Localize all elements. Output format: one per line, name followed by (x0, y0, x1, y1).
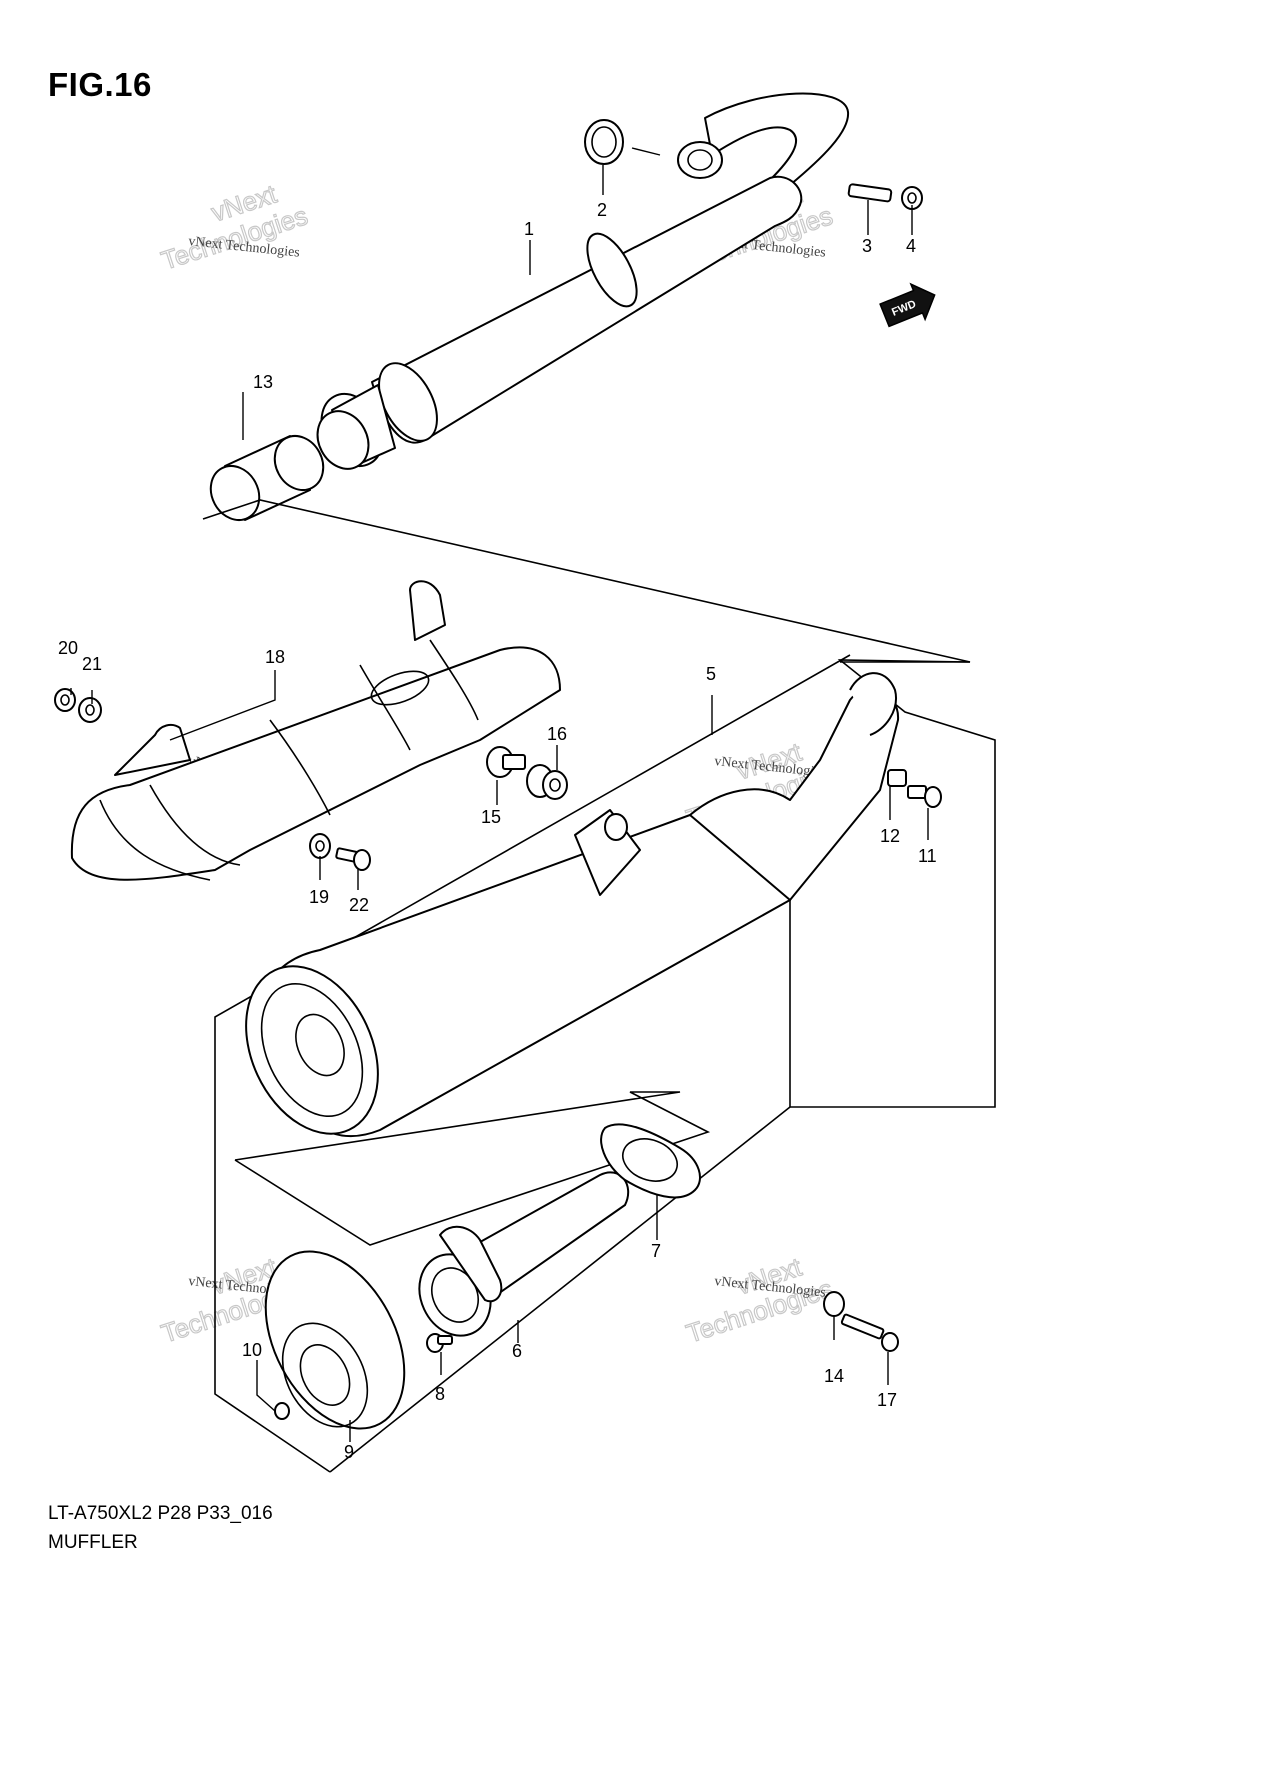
watermark-top-left: vNext Technologies vNext Technologies (157, 178, 312, 277)
nut-part-20 (54, 688, 76, 712)
washer-part-21 (78, 697, 102, 723)
callout-3: 3 (862, 236, 872, 256)
assembly-guide-frame (202, 499, 996, 1473)
callout-numbers: 1 2 3 4 5 6 7 8 9 10 11 12 13 14 15 16 1… (58, 200, 937, 1462)
callout-6: 6 (512, 1341, 522, 1361)
spacer-part-12 (887, 769, 907, 787)
callout-22: 22 (349, 895, 369, 915)
callout-10: 10 (242, 1340, 262, 1360)
callout-21: 21 (82, 654, 102, 674)
bolt-part-11 (907, 785, 942, 808)
model-code: LT-A750XL2 P28 P33_016 (48, 1503, 273, 1524)
screw-part-10 (274, 1402, 290, 1420)
exhaust-pipe-part-1 (316, 92, 850, 470)
forward-arrow-icon (879, 282, 936, 328)
bolt-part-22 (335, 847, 371, 871)
bolt-part-17 (840, 1313, 899, 1352)
callout-11: 11 (918, 846, 937, 866)
callout-1: 1 (524, 219, 534, 239)
callout-2: 2 (597, 200, 607, 220)
callout-4: 4 (906, 236, 916, 256)
callout-8: 8 (435, 1384, 445, 1404)
end-cap-part-9 (264, 1250, 406, 1430)
muffler-part-5 (245, 672, 900, 1138)
callout-19: 19 (309, 887, 329, 907)
washer-part-19 (309, 833, 331, 859)
connector-part-13 (209, 435, 325, 521)
callout-20: 20 (58, 638, 78, 658)
callout-5: 5 (706, 664, 716, 684)
watermark-bottom-right: vNext Technologies vNext Technologies (682, 1251, 837, 1350)
callout-15: 15 (481, 807, 501, 827)
callout-16: 16 (547, 724, 567, 744)
grommet-part-16 (526, 764, 568, 800)
callout-9: 9 (344, 1442, 354, 1462)
pipe-flange (677, 141, 723, 179)
screw-part-8 (426, 1333, 453, 1353)
collar-part-15 (486, 746, 526, 778)
fwd-badge: FWD (879, 282, 936, 328)
washer-part-14 (823, 1291, 845, 1317)
callout-leaders (70, 147, 929, 1442)
muffler-mount-eye (604, 813, 628, 841)
callout-18: 18 (265, 647, 285, 667)
callout-7: 7 (651, 1241, 661, 1261)
section-name: MUFFLER (48, 1532, 138, 1553)
gasket-part-7 (600, 1123, 701, 1199)
stud-part-3 (847, 183, 893, 203)
gasket-part-2 (584, 119, 624, 165)
callout-17: 17 (877, 1390, 897, 1410)
callout-14: 14 (824, 1366, 844, 1386)
figure-title: FIG.16 (48, 66, 152, 103)
callout-13: 13 (253, 372, 273, 392)
callout-12: 12 (880, 826, 900, 846)
heat-shield-part-18 (70, 580, 561, 881)
